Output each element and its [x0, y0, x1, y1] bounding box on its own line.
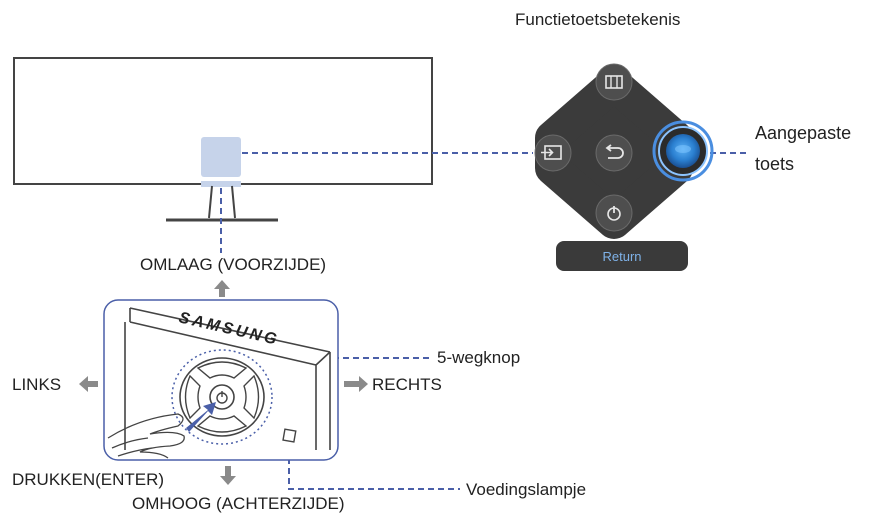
hand-illustration — [107, 413, 185, 459]
return-button[interactable] — [595, 134, 633, 172]
arrow-right-icon — [344, 376, 368, 392]
five-way-label: 5-wegknop — [437, 348, 521, 367]
direction-down-label: OMLAAG (VOORZIJDE) — [140, 255, 327, 274]
custom-key-outer-ring — [652, 120, 714, 182]
controller-closeup: SAMSUNG — [103, 299, 339, 461]
picture-mode-icon-lines — [610, 76, 618, 88]
direction-arrows — [79, 280, 368, 485]
return-pill — [556, 241, 688, 271]
five-way-dotted-ring — [171, 349, 273, 445]
custom-key-label-line1: Aangepaste — [755, 123, 852, 143]
power-led-label: Voedingslampje — [466, 480, 587, 499]
arrow-down-icon — [220, 466, 236, 485]
monitor-stand-neck — [208, 185, 236, 219]
five-way-right-key[interactable] — [243, 374, 260, 420]
picture-mode-icon — [605, 75, 623, 89]
source-icon-arrow — [541, 148, 554, 157]
direction-right-label: RECHTS — [372, 375, 442, 394]
arrow-left-icon — [79, 376, 98, 392]
custom-key-icon-shine — [675, 145, 691, 153]
direction-press-label: DRUKKEN(ENTER) — [12, 470, 165, 489]
closeup-body-outline — [124, 307, 331, 450]
five-way-up-key[interactable] — [196, 361, 248, 379]
press-arrow-icon — [186, 402, 216, 432]
custom-key-label-line2: toets — [755, 154, 795, 174]
monitor — [13, 57, 433, 222]
five-way-left-key[interactable] — [184, 374, 201, 420]
connector-power-led — [288, 448, 460, 490]
direction-up-label: OMHOOG (ACHTERZIJDE) — [132, 494, 345, 513]
arrow-up-icon — [214, 280, 230, 297]
connector-lines — [220, 152, 750, 490]
return-icon — [605, 144, 624, 159]
monitor-button-highlight — [201, 137, 241, 177]
function-key-panel — [534, 63, 714, 239]
return-pill-label: Return — [602, 249, 641, 264]
monitor-stand-highlight — [201, 181, 241, 187]
five-way-down-key[interactable] — [196, 415, 248, 433]
direction-left-label: LINKS — [12, 375, 62, 394]
power-led-indicator — [282, 428, 297, 443]
picture-mode-button[interactable] — [595, 63, 633, 101]
diagram-title: Functietoetsbetekenis — [515, 10, 681, 29]
